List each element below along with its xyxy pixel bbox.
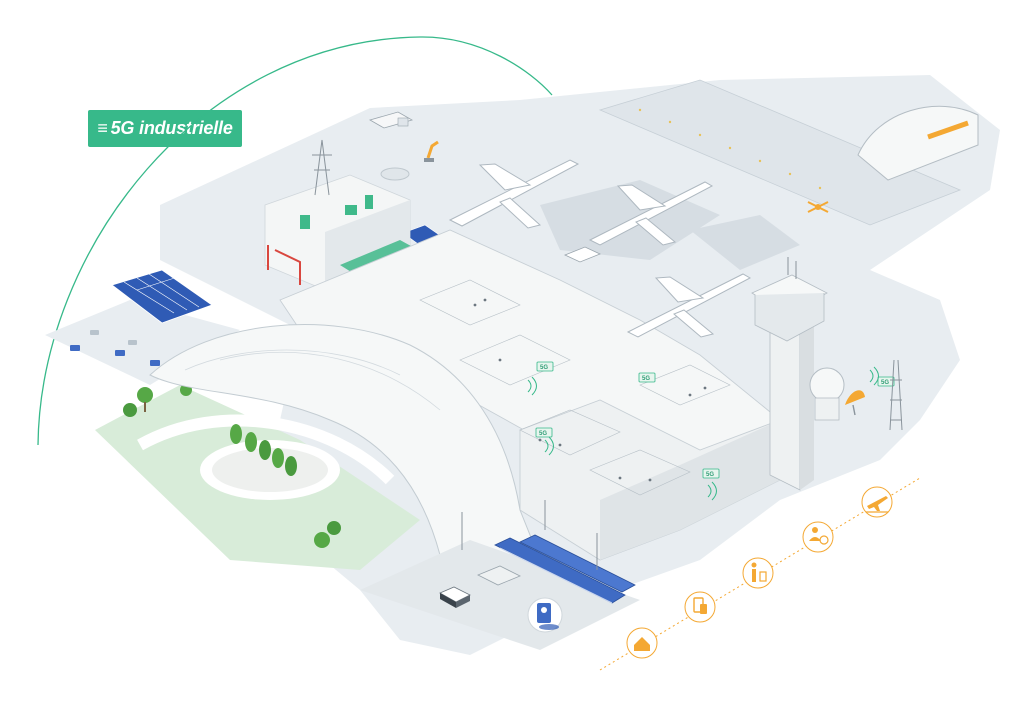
hangar-icon xyxy=(857,105,979,181)
5g-badge-1: 5G xyxy=(536,361,554,372)
tree-icon xyxy=(123,403,137,417)
solar-panel-icon xyxy=(111,269,213,324)
roundabout-inner xyxy=(212,448,328,492)
airplane-icon xyxy=(448,159,580,229)
coverage-arc xyxy=(37,36,553,446)
terminal-arch-roof xyxy=(149,324,541,561)
parking-lot xyxy=(45,300,240,385)
5g-badge-2: 5G xyxy=(638,372,656,383)
person-badge-icon xyxy=(802,521,834,553)
5g-badge-4: 5G xyxy=(702,468,720,479)
drone-icon xyxy=(807,201,829,213)
runway xyxy=(598,79,962,226)
svg-text:5G: 5G xyxy=(706,472,714,478)
phone-tablet-icon xyxy=(684,591,716,623)
5g-badge-5: 5G xyxy=(877,376,895,387)
svg-text:5G: 5G xyxy=(881,380,889,386)
airplane-icon xyxy=(626,273,752,338)
tug-vehicle xyxy=(563,246,602,263)
station-platform xyxy=(360,540,640,650)
home-icon xyxy=(626,627,658,659)
airplane-icon xyxy=(861,486,893,518)
tree-icon xyxy=(272,448,284,468)
train-icon xyxy=(494,534,636,604)
mobile-location-icon xyxy=(527,597,563,633)
road-loop xyxy=(137,414,395,485)
control-tower-icon xyxy=(751,257,828,491)
storage-tank xyxy=(380,167,410,181)
svg-text:5G: 5G xyxy=(540,365,548,371)
5g-badge-3: 5G xyxy=(535,427,553,438)
person-luggage-icon xyxy=(742,557,774,589)
parked-cars xyxy=(70,330,160,366)
tree-icon xyxy=(314,532,330,548)
lamp-posts xyxy=(461,500,598,570)
tree-icon xyxy=(327,521,341,535)
satellite-dish-icon xyxy=(845,390,865,416)
tree-group xyxy=(123,384,341,548)
people-figures xyxy=(473,298,707,482)
bus-icon xyxy=(439,586,471,608)
tree-icon xyxy=(137,387,153,412)
brand-text: 5G industrielle xyxy=(110,118,233,138)
truck-icon xyxy=(368,111,414,129)
pipes xyxy=(267,245,301,285)
svg-text:5G: 5G xyxy=(539,431,547,437)
tree-icon xyxy=(259,440,271,460)
svg-text:5G: 5G xyxy=(642,376,650,382)
tree-icon xyxy=(230,424,242,444)
tree-icon xyxy=(245,432,257,452)
bus-shelter xyxy=(477,565,521,586)
apron-dark-2 xyxy=(690,215,800,270)
signal-lines-icon: ≡ xyxy=(97,118,108,138)
runway-lights xyxy=(638,108,822,190)
signal-waves xyxy=(527,366,879,501)
antenna-mast-icon xyxy=(889,359,903,431)
brand-label-5g-industrielle: ≡ 5G industrielle xyxy=(88,110,242,147)
power-pylon-icon xyxy=(312,139,332,196)
radar-dome-icon xyxy=(809,367,845,421)
airplane-icon xyxy=(588,181,714,246)
factory-equipment xyxy=(300,195,373,229)
robot-arm-icon xyxy=(424,140,439,162)
tree-icon xyxy=(285,456,297,476)
